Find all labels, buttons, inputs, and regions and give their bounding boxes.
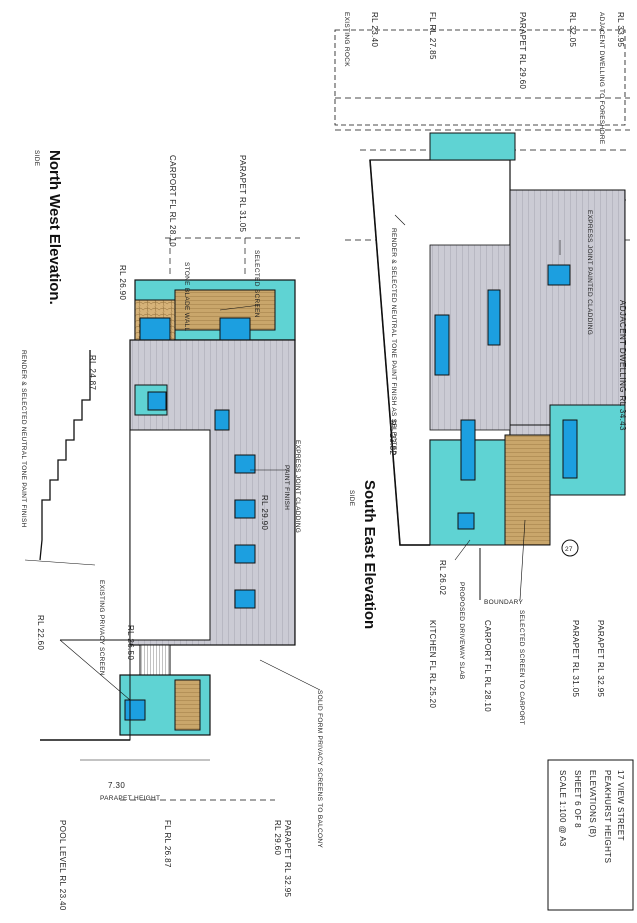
se-note-boundary: BOUNDARY — [484, 599, 523, 606]
nw-window — [214, 409, 230, 431]
nw-level-label: CARPORT FL RL 28.10 — [168, 155, 177, 247]
nw-note-rl2690: RL 26.90 — [118, 265, 127, 301]
se-level-label: RL 33.95 — [616, 12, 625, 48]
nw-note-privacy: EXISTING PRIVACY SCREEN — [98, 580, 105, 676]
se-note-screen: SELECTED SCREEN TO CARPORT — [518, 610, 525, 725]
nw-subtitle: SIDE — [33, 150, 40, 167]
se-level-labels: RL 33.95 ADJACENT DWELLING TO FORESHORE … — [343, 12, 625, 145]
title-line: ELEVATIONS (B) — [588, 770, 597, 838]
nw-window — [219, 317, 251, 344]
title-line: 17 VIEW STREET — [616, 770, 625, 841]
north-west-elevation: PARAPET RL 31.05 CARPORT FL RL 28.10 PAR… — [20, 150, 323, 911]
nw-window — [147, 391, 167, 411]
se-subtitle: SIDE — [348, 490, 355, 507]
se-note-rl2382: RL 23.82 — [388, 420, 397, 456]
nw-window — [234, 589, 256, 609]
se-tag-text: 27 — [565, 546, 573, 553]
nw-note-rl2260: RL 22.60 — [36, 615, 45, 651]
se-note-rl2602: RL 26.02 — [438, 560, 447, 596]
se-leaders — [394, 214, 561, 601]
nw-right-level-label: POOL LEVEL RL 23.40 — [58, 820, 67, 911]
se-note-render: RENDER & SELECTED NEUTRAL TONE PAINT FIN… — [390, 228, 397, 455]
se-note-adjacent: ADJACENT DWELLING RL 34.43 — [618, 300, 627, 431]
nw-leaders — [24, 304, 321, 761]
se-level-label: RL 32.05 — [568, 12, 577, 48]
se-window — [547, 264, 571, 286]
se-level-label: PARAPET RL 29.60 — [518, 12, 527, 90]
se-window — [434, 314, 450, 376]
title-line: SHEET 6 OF 8 — [573, 770, 582, 828]
se-title: South East Elevation — [361, 480, 378, 629]
nw-window — [234, 544, 256, 564]
nw-window — [234, 499, 256, 519]
title-block-frame — [547, 759, 634, 911]
nw-window — [234, 454, 256, 474]
se-top-pool-volume — [429, 132, 516, 161]
se-right-level-labels: PARAPET RL 32.95 PARAPET RL 31.05 CARPOR… — [428, 620, 605, 712]
se-window — [487, 289, 501, 346]
se-level-label: RL 23.40 — [370, 12, 379, 48]
se-timber-screen — [504, 434, 551, 546]
nw-note-stone: STONE BLADE WALL — [183, 262, 190, 332]
nw-note-rl2650: RL 26.50 — [126, 625, 135, 661]
title-line: PEAKHURST HEIGHTS — [603, 770, 612, 863]
nw-lower-timber — [174, 679, 201, 731]
nw-right-level-label: PARAPET RL 32.95 — [283, 820, 292, 898]
nw-note-dim: 7.30 — [108, 781, 125, 790]
nw-title: North West Elevation. — [46, 150, 63, 305]
nw-stepped-ground — [39, 350, 91, 561]
nw-level-lines — [120, 237, 300, 801]
nw-right-level-label: RL 29.60 — [273, 820, 282, 856]
nw-lower-stair — [139, 644, 171, 676]
se-window — [460, 419, 476, 481]
se-level-label: FL RL 27.85 — [428, 12, 437, 60]
title-line: SCALE 1:100 @ A3 — [558, 770, 567, 847]
nw-hatch — [59, 639, 131, 701]
nw-window — [124, 699, 146, 721]
se-right-level-label: CARPORT FL RL 28.10 — [483, 620, 492, 712]
title-block: 17 VIEW STREET PEAKHURST HEIGHTS ELEVATI… — [547, 759, 634, 911]
nw-note-rl2990: RL 29.90 — [260, 495, 269, 531]
se-cladding-upper — [509, 189, 626, 426]
nw-white-void — [129, 429, 211, 641]
se-level-label: EXISTING ROCK — [343, 12, 350, 67]
se-right-level-label: PARAPET RL 31.05 — [571, 620, 580, 698]
nw-note-render: RENDER & SELECTED NEUTRAL TONE PAINT FIN… — [20, 350, 27, 528]
nw-note-cladding: EXPRESS JOINT CLADDING — [294, 440, 301, 533]
nw-note-screen: SELECTED SCREEN — [253, 250, 260, 318]
nw-note-rl2487: RL 24.87 — [88, 355, 97, 391]
se-note-cladding: EXPRESS JOINT PAINTED CLADDING — [586, 210, 593, 335]
nw-note-balcony: SOLID FORM PRIVACY SCREENS TO BALCONY — [316, 690, 323, 848]
se-ground-line — [369, 159, 430, 546]
se-note-driveway: PROPOSED DRIVEWAY SLAB — [458, 582, 465, 680]
se-tag-circle — [561, 539, 579, 557]
se-level-label: ADJACENT DWELLING TO FORESHORE — [598, 12, 605, 145]
nw-note-parapet-h: PARAPET HEIGHT — [100, 795, 160, 802]
se-right-level-label: PARAPET RL 32.95 — [596, 620, 605, 698]
nw-note-paint: PAINT FINISH — [283, 465, 290, 510]
se-window — [457, 512, 475, 530]
nw-right-level-label: FL RL 26.87 — [163, 820, 172, 868]
nw-level-label: PARAPET RL 31.05 — [238, 155, 247, 233]
nw-window — [139, 317, 171, 344]
adjacent-dwelling-outline — [334, 29, 626, 126]
se-window — [562, 419, 578, 479]
se-cyan-right — [549, 404, 626, 496]
se-right-level-label: KITCHEN FL RL 25.20 — [428, 620, 437, 709]
south-east-elevation: RL 33.95 ADJACENT DWELLING TO FORESHORE … — [334, 12, 630, 725]
